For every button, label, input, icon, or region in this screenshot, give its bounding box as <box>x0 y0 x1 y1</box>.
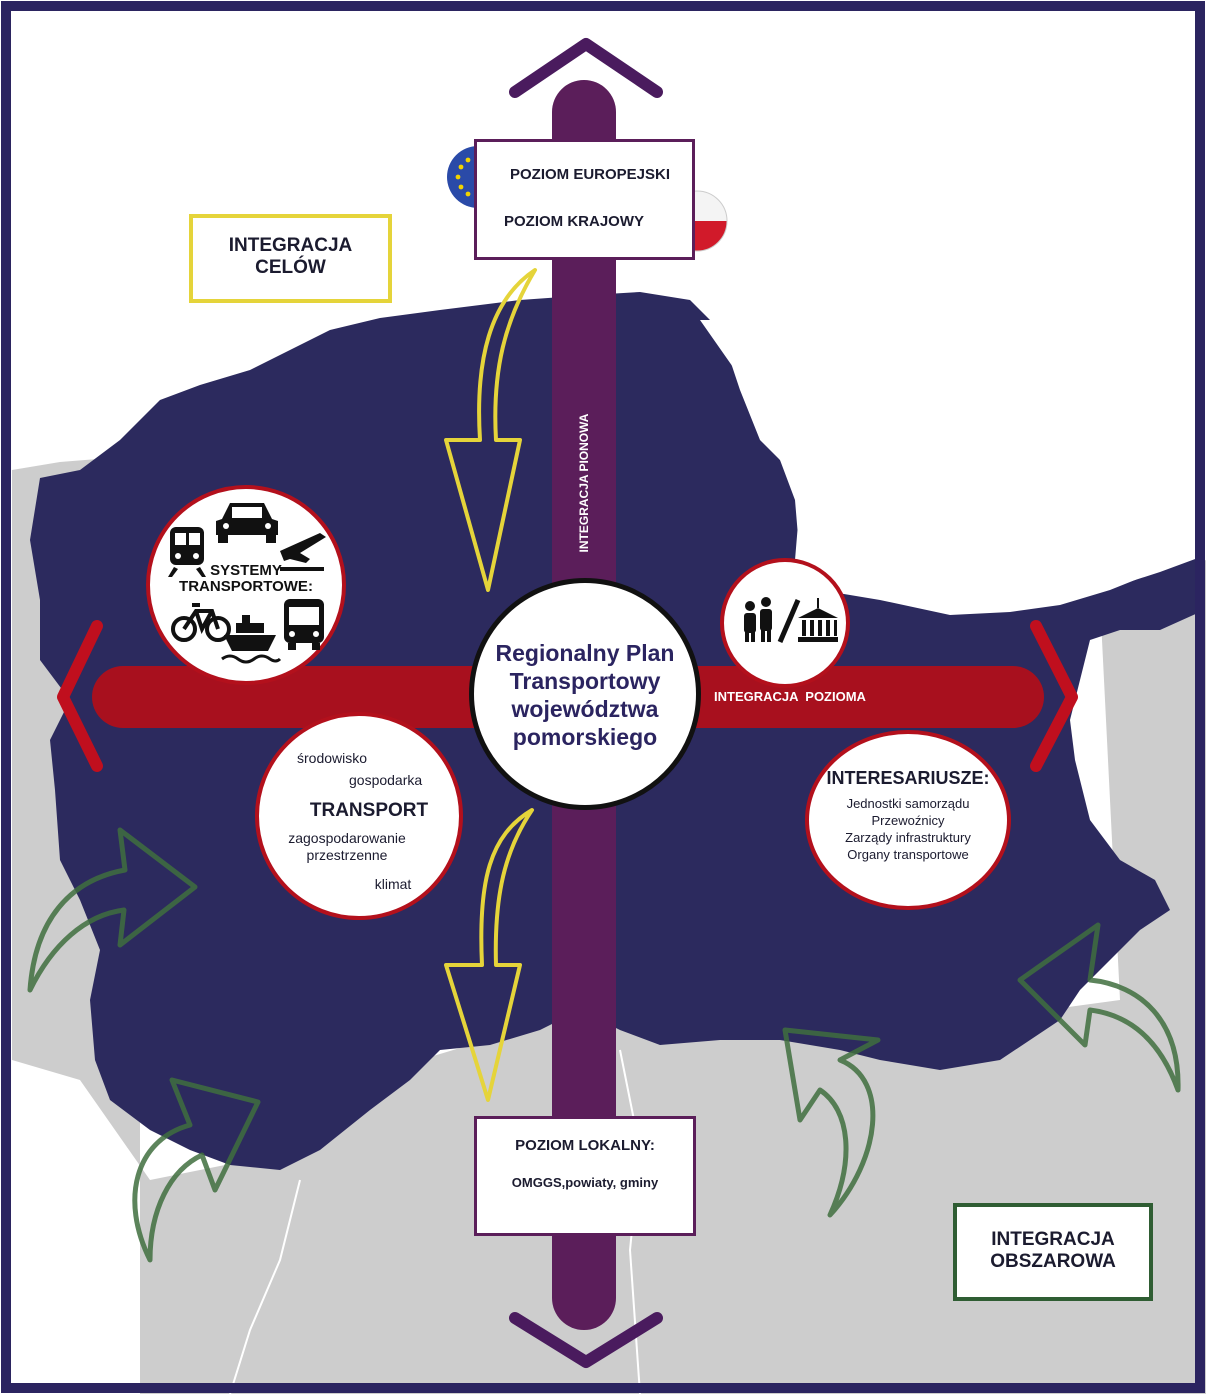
transport-systems-title: SYSTEMY TRANSPORTOWE: <box>179 562 313 595</box>
institution-icon <box>798 598 838 642</box>
domain-gospodarka: gospodarka <box>349 772 423 788</box>
people-icon <box>744 597 772 642</box>
center-plan-title: Regionalny Plan Transportowy województwa… <box>495 640 675 750</box>
stakeholders-icon-circle <box>720 558 850 688</box>
bicycle-icon <box>171 603 231 642</box>
transport-systems-circle: SYSTEMY TRANSPORTOWE: <box>146 485 346 685</box>
hel-peninsula-water <box>700 320 1206 606</box>
stakeholders-circle: INTERESARIUSZE: Jednostki samorządu Prze… <box>805 730 1011 910</box>
vertical-integration-label: INTEGRACJA PIONOWA <box>577 413 591 553</box>
domain-zagospodarowanie: zagospodarowanie przestrzenne <box>288 830 406 863</box>
domain-klimat: klimat <box>374 876 412 892</box>
area-arrow-right-middle <box>782 1027 881 1218</box>
european-level-label: POZIOM EUROPEJSKI <box>510 166 671 183</box>
local-level-box: POZIOM LOKALNY: OMGGS,powiaty, gminy <box>474 1116 696 1236</box>
domains-circle: środowisko gospodarka TRANSPORT zagospod… <box>255 712 463 920</box>
neighbor-land <box>12 458 1206 1394</box>
goals-arrow-upper <box>444 268 537 592</box>
national-european-level-box <box>474 139 695 260</box>
area-integration-label: INTEGRACJA OBSZAROWA <box>990 1229 1116 1272</box>
goals-integration-label: INTEGRACJA CELÓW <box>228 235 353 278</box>
area-arrow-right-lower <box>1017 922 1181 1093</box>
area-arrow-left-lower <box>132 1077 261 1263</box>
airplane-icon <box>280 533 326 571</box>
local-level-detail: OMGGS,powiaty, gminy <box>511 1175 659 1190</box>
stakeholders-icons-layer <box>744 597 838 643</box>
domain-srodowisko: środowisko <box>297 750 368 766</box>
stakeholder-item: Jednostki samorządu <box>846 796 970 811</box>
bus-icon <box>284 599 324 650</box>
vertical-arrow-top <box>509 38 663 98</box>
goals-arrow-lower <box>444 808 534 1102</box>
train-icon <box>168 527 206 577</box>
national-level-label: POZIOM KRAJOWY <box>504 213 645 230</box>
ship-icon <box>221 615 282 664</box>
transport-icons-layer <box>168 503 326 664</box>
local-level-label: POZIOM LOKALNY: <box>515 1137 655 1154</box>
car-icon <box>216 503 278 543</box>
stakeholder-item: Zarządy infrastruktury <box>845 830 971 845</box>
stakeholders-title: INTERESARIUSZE: <box>826 768 990 788</box>
horizontal-arrow-right <box>1030 620 1078 772</box>
vertical-arrow-bottom <box>509 1312 663 1368</box>
slash-divider <box>777 599 801 643</box>
horizontal-integration-label: INTEGRACJA POZIOMA <box>714 689 866 704</box>
horizontal-arrow-left <box>57 620 103 772</box>
goals-integration-box: INTEGRACJA CELÓW <box>189 214 392 303</box>
stakeholder-item: Organy transportowe <box>847 847 969 862</box>
area-integration-box: INTEGRACJA OBSZAROWA <box>953 1203 1153 1301</box>
domain-transport: TRANSPORT <box>309 800 429 821</box>
area-arrow-left-upper <box>27 827 198 993</box>
center-plan-circle: Regionalny Plan Transportowy województwa… <box>469 578 701 810</box>
stakeholder-item: Przewoźnicy <box>871 813 945 828</box>
